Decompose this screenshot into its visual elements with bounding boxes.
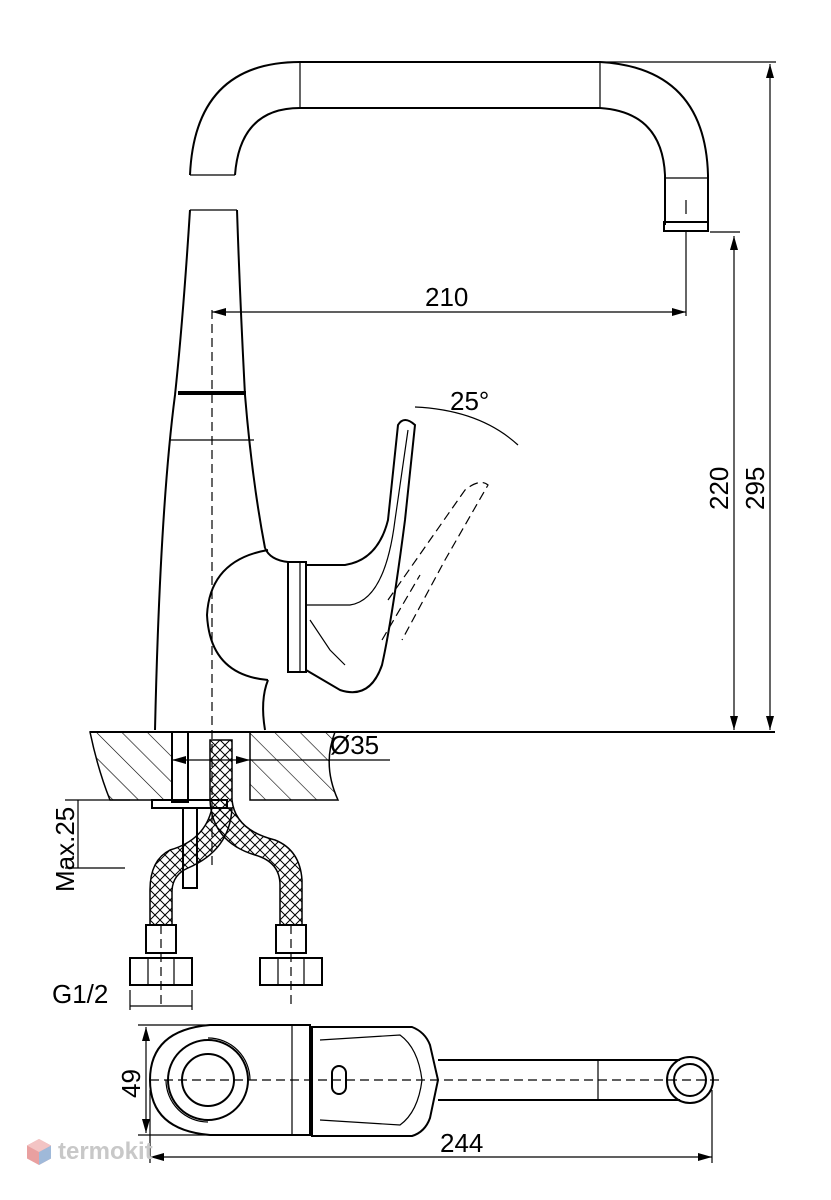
dim-lever-angle: 25° — [450, 386, 489, 416]
dim-thread: G1/2 — [52, 979, 108, 1009]
cube-logo-icon — [27, 1139, 51, 1165]
dim-body-width: 49 — [116, 1069, 146, 1098]
dim-spout-reach: 210 — [425, 282, 468, 312]
watermark-text: termokit — [58, 1138, 153, 1165]
dim-max-thickness: Max.25 — [50, 807, 80, 892]
dim-total-length: 244 — [440, 1128, 483, 1158]
dim-mount-hole: Ø35 — [330, 730, 379, 760]
countertop-section — [65, 731, 775, 1005]
dim-total-height: 295 — [740, 467, 770, 510]
faucet-side-view — [154, 61, 709, 870]
faucet-top-view — [148, 1024, 720, 1137]
dim-spout-height: 220 — [704, 467, 734, 510]
dimension-lines — [65, 61, 776, 1163]
watermark: termokit — [26, 1138, 153, 1166]
